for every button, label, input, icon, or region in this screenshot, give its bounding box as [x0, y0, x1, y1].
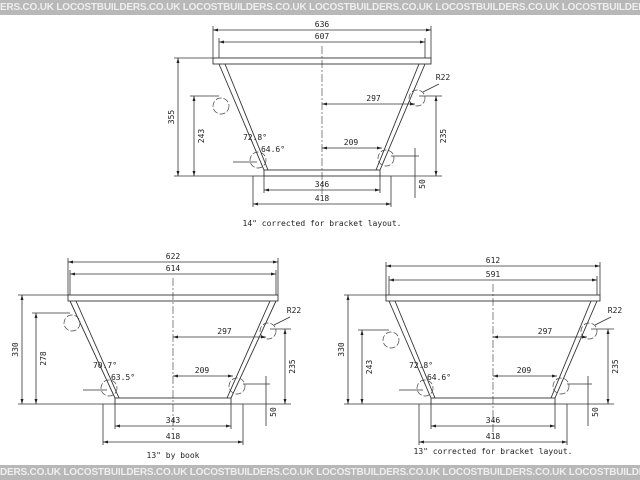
dim-bracket-height: 235 [288, 359, 297, 374]
dim-bracket-offset: 50 [418, 179, 427, 189]
dim-half-upper: 297 [366, 94, 381, 103]
dim-top-inner: 614 [166, 264, 181, 273]
dim-top-inner: 607 [315, 32, 330, 41]
bolt-radius-circle [382, 331, 400, 349]
dim-height-lower: 278 [39, 351, 48, 366]
dim-top-outer: 622 [166, 252, 181, 261]
dim-bracket-offset: 50 [269, 407, 278, 417]
bolt-radius-circle [552, 377, 570, 395]
dim-bracket-height: 235 [439, 129, 448, 144]
dim-bottom-outer: 418 [486, 432, 501, 441]
dim-bottom-inner: 346 [486, 416, 501, 425]
radius-label: R22 [287, 306, 302, 315]
dim-top-outer: 636 [315, 20, 330, 29]
dim-height-total: 330 [337, 342, 346, 357]
bolt-radius-circle [249, 151, 267, 169]
drawing-caption: 13" corrected for bracket layout. [414, 447, 573, 456]
bolt-radius-circle [416, 379, 434, 397]
dim-bottom-outer: 418 [166, 432, 181, 441]
bolt-radius-circle [377, 149, 395, 167]
dim-height-total: 330 [11, 342, 20, 357]
dim-bottom-outer: 418 [315, 194, 330, 203]
bolt-radius-circle [408, 89, 426, 107]
bolt-radius-circle [228, 377, 246, 395]
watermark-text: ERS.CO.UK LOCOSTBUILDERS.CO.UK LOCOSTBUI… [0, 2, 640, 13]
dim-top-inner: 591 [486, 270, 501, 279]
angle-inner: 63.5° [111, 373, 135, 382]
dim-height-total: 355 [167, 110, 176, 125]
angle-outer: 72.8° [243, 133, 267, 142]
dim-half-upper: 297 [538, 327, 553, 336]
side-walls [388, 300, 598, 399]
bracket-drawing-1: 636 607 355 243 72.8° 64.6° R22 297 209 235 50 346 4… [167, 20, 450, 228]
leader-line [594, 316, 612, 326]
dim-height-lower: 243 [365, 360, 374, 375]
angle-outer: 70.7° [93, 361, 117, 370]
dim-half-lower: 209 [344, 138, 359, 147]
dim-half-upper: 297 [217, 327, 232, 336]
bolt-radius-circle [63, 314, 81, 332]
dim-half-lower: 209 [517, 366, 532, 375]
bolt-radius-circle [259, 322, 277, 340]
leader-line [422, 83, 440, 93]
leader-line [273, 316, 291, 326]
bolt-radius-circle [212, 97, 230, 115]
drawing-caption: 13" by book [147, 451, 200, 460]
drawing-caption: 14" corrected for bracket layout. [243, 219, 402, 228]
watermark-band-top: ERS.CO.UK LOCOSTBUILDERS.CO.UK LOCOSTBUI… [0, 0, 640, 15]
bolt-radius-circle [100, 379, 118, 397]
bracket-drawing-3: 612 591 330 243 72.8° 64.6° R22 297 209 235 50 346 4… [337, 256, 622, 456]
dim-half-lower: 209 [195, 366, 210, 375]
dim-bottom-inner: 343 [166, 416, 181, 425]
dim-bracket-offset: 50 [591, 407, 600, 417]
radius-label: R22 [436, 73, 451, 82]
dim-top-outer: 612 [486, 256, 501, 265]
watermark-text: DERS.CO.UK LOCOSTBUILDERS.CO.UK LOCOSTBU… [0, 467, 640, 478]
side-walls [218, 63, 426, 171]
angle-inner: 64.6° [427, 373, 451, 382]
radius-label: R22 [608, 306, 623, 315]
dim-bottom-inner: 346 [315, 180, 330, 189]
bolt-radius-circle [580, 322, 598, 340]
dim-bracket-height: 235 [611, 359, 620, 374]
angle-outer: 72.8° [409, 361, 433, 370]
bracket-drawing-2: 622 614 330 278 70.7° 63.5° R22 297 209 235 50 343 4… [11, 252, 301, 460]
angle-inner: 64.6° [261, 145, 285, 154]
watermark-band-bottom: DERS.CO.UK LOCOSTBUILDERS.CO.UK LOCOSTBU… [0, 465, 640, 480]
side-walls [69, 300, 277, 399]
dim-height-lower: 243 [197, 129, 206, 144]
